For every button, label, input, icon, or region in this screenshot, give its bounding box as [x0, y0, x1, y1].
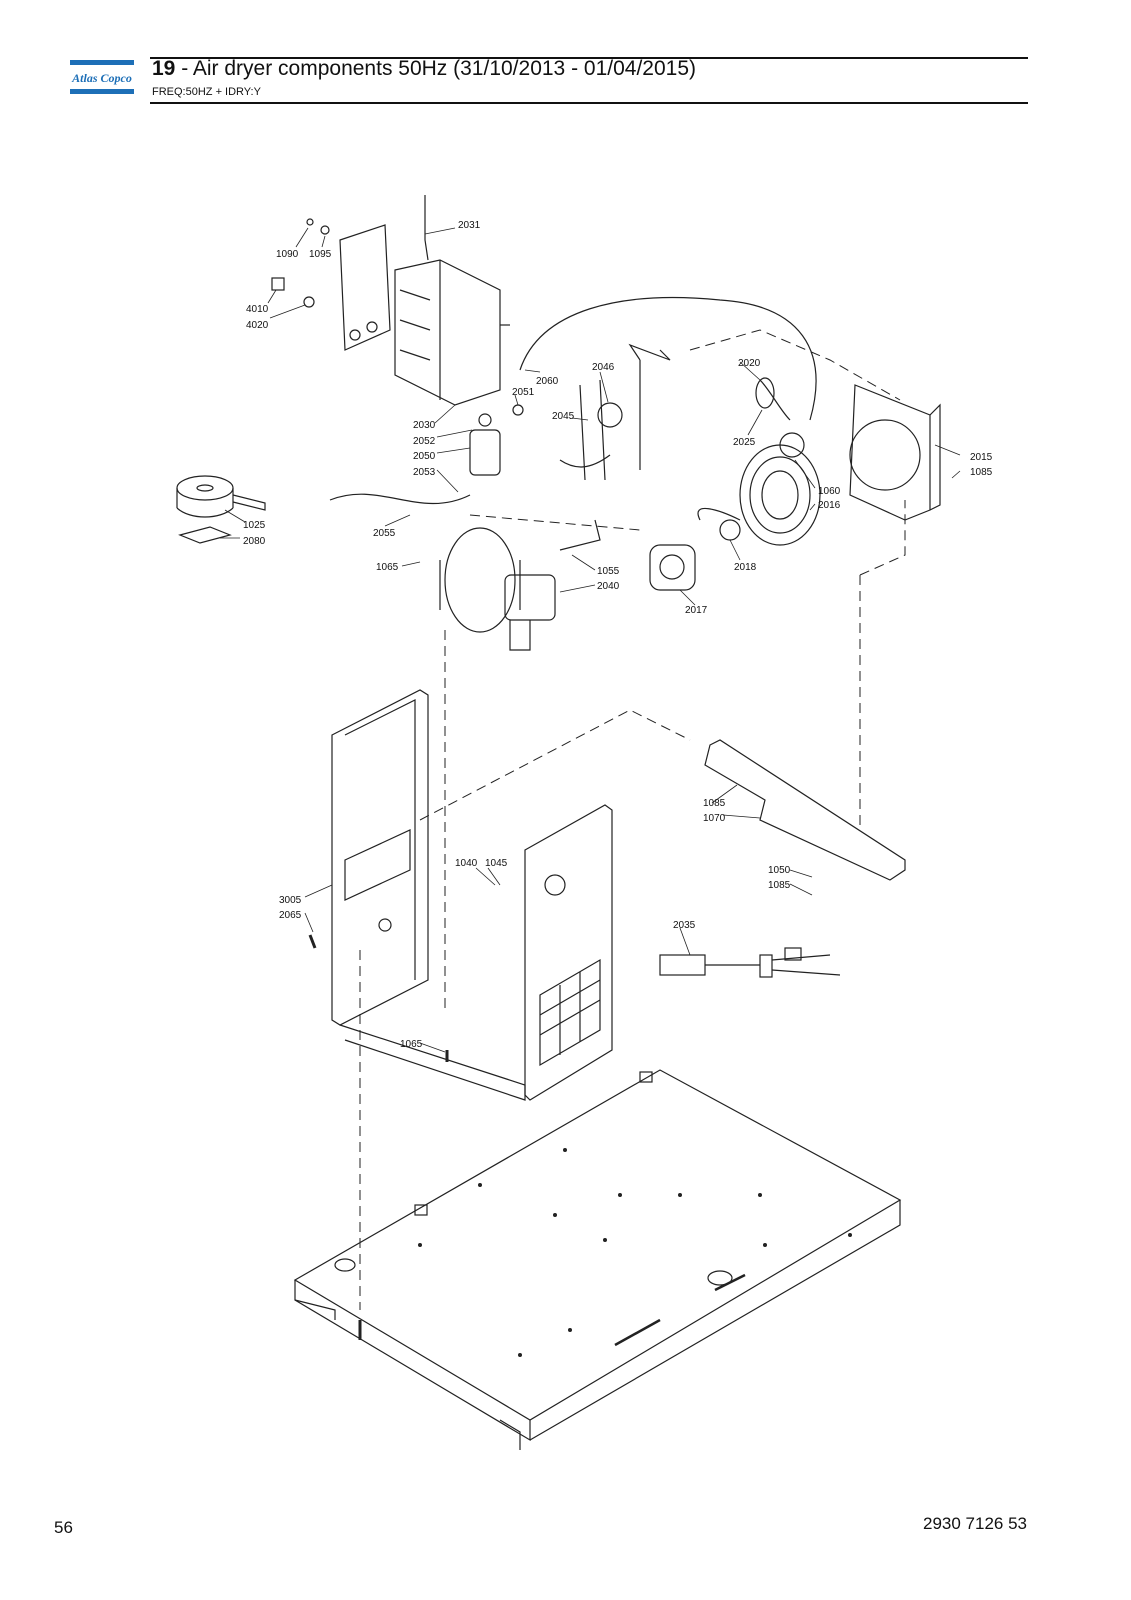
- coil-2051: [512, 404, 524, 416]
- callout-label: 2015: [970, 452, 993, 463]
- document-number: 2930 7126 53: [923, 1514, 1027, 1533]
- callout-label: 1065: [400, 1039, 423, 1050]
- callout-label: 2030: [413, 420, 436, 431]
- callout-label: 2020: [738, 358, 761, 369]
- page-title: 19 - Air dryer components 50Hz (31/10/20…: [152, 57, 696, 81]
- callout-label: 2040: [597, 581, 620, 592]
- callout-labels: 2031 1090 1095 4010 4020 2060 2046 2020 …: [243, 220, 993, 1050]
- control-box: [339, 195, 510, 406]
- valve-2050: [469, 429, 501, 476]
- callout-label: 1060: [818, 486, 841, 497]
- callout-label: 2035: [673, 920, 696, 931]
- callout-label: 1050: [768, 865, 791, 876]
- callout-label: 1055: [597, 566, 620, 577]
- tube-1055: [559, 519, 601, 551]
- callout-label: 1090: [276, 249, 299, 260]
- compressor-2040: [439, 527, 556, 651]
- gasket: [697, 507, 741, 521]
- assembly-guide-lines: [359, 329, 906, 1310]
- fitting-4010: [271, 277, 285, 291]
- callout-leaders: [220, 227, 961, 1053]
- section-number: 19: [152, 57, 176, 80]
- callout-label: 1070: [703, 813, 726, 824]
- svg-text:Atlas Copco: Atlas Copco: [71, 71, 132, 85]
- expansion-valve-2025: [755, 377, 775, 409]
- fan-blade-2018: [719, 519, 741, 541]
- condenser-2015: [849, 384, 941, 521]
- callout-label: 2016: [818, 500, 841, 511]
- callout-label: 1065: [376, 562, 399, 573]
- page-number: 56: [54, 1518, 73, 1537]
- callout-label: 1095: [309, 249, 332, 260]
- callout-label: 1085: [768, 880, 791, 891]
- header-bottom-rule: [150, 102, 1028, 104]
- page-subtitle: FREQ:50HZ + IDRY:Y: [152, 86, 261, 98]
- frame-3005: [331, 689, 613, 1101]
- grommet-2065: [308, 934, 317, 949]
- base-plate: [293, 1069, 902, 1450]
- pad-2080: [178, 526, 232, 544]
- callout-label: 2052: [413, 436, 436, 447]
- callout-label: 2060: [536, 376, 559, 387]
- callout-label: 2045: [552, 411, 575, 422]
- insulation-tape-1025: [176, 475, 266, 518]
- wiring-harness-2035: [659, 947, 841, 978]
- callout-label: 2065: [279, 910, 302, 921]
- callout-label: 4020: [246, 320, 269, 331]
- atlas-copco-logo: Atlas Copco: [70, 60, 134, 94]
- callout-label: 2017: [685, 605, 708, 616]
- callout-label: 1040: [455, 858, 478, 869]
- callout-label: 2018: [734, 562, 757, 573]
- callout-label: 2080: [243, 536, 266, 547]
- pressure-gauge-2046: [597, 402, 623, 428]
- callout-label: 2055: [373, 528, 396, 539]
- callout-label: 2053: [413, 467, 436, 478]
- callout-label: 1085: [970, 467, 993, 478]
- fan-guard-2016: [739, 444, 821, 546]
- callout-label: 4010: [246, 304, 269, 315]
- callout-label: 2031: [458, 220, 481, 231]
- callout-label: 2046: [592, 362, 615, 373]
- callout-label: 1045: [485, 858, 508, 869]
- callout-label: 2051: [512, 387, 535, 398]
- callout-label: 1025: [243, 520, 266, 531]
- fitting-4020: [303, 296, 315, 308]
- capillary-2020: [759, 379, 791, 421]
- thermostat-1060: [779, 432, 805, 458]
- callout-label: 3005: [279, 895, 302, 906]
- cable-2055: [329, 493, 471, 505]
- title-text: - Air dryer components 50Hz (31/10/2013 …: [175, 57, 696, 80]
- callout-label: 1085: [703, 798, 726, 809]
- callout-label: 2025: [733, 437, 756, 448]
- callout-label: 2050: [413, 451, 436, 462]
- capillary-tube-2060: [519, 297, 817, 421]
- nut-1090: [306, 218, 314, 226]
- washer-1095: [320, 225, 330, 235]
- header-top-rule: [150, 57, 1028, 59]
- fan-motor-2017: [649, 544, 696, 591]
- bracket-1070: [704, 739, 906, 881]
